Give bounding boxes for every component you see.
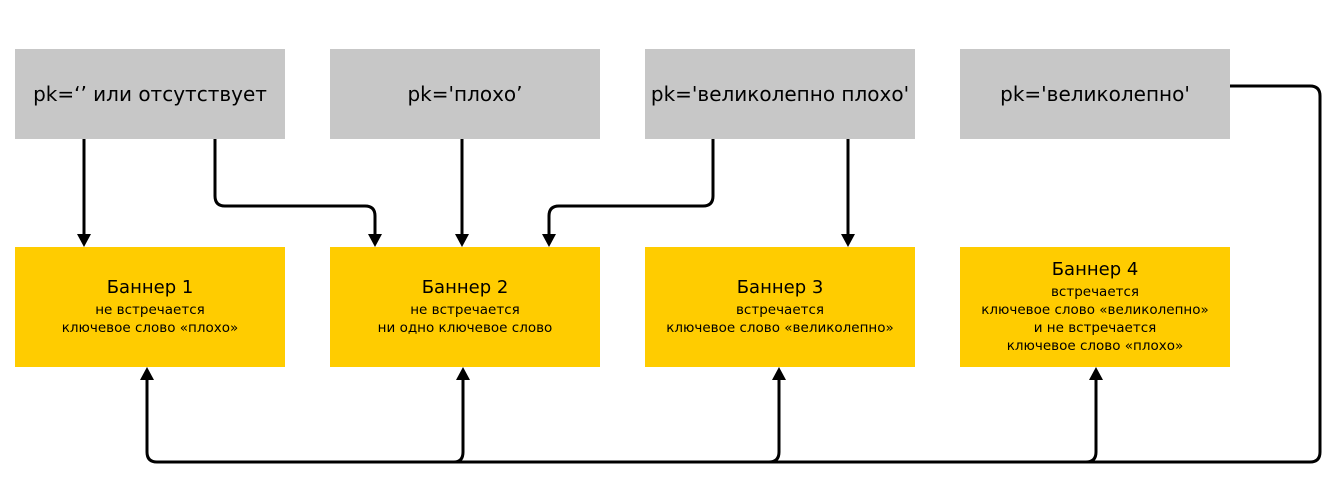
connector-loop-b2 bbox=[453, 378, 465, 464]
banner-condition-line: встречается bbox=[735, 302, 825, 318]
banner-condition-line: не встречается bbox=[95, 302, 205, 318]
banner-condition-line: и не встречается bbox=[1033, 320, 1157, 336]
banner-box-1: Баннер 1 не встречается ключевое слово «… bbox=[15, 247, 285, 367]
arrowhead-b3-top bbox=[841, 234, 855, 247]
banner-title: Баннер 2 bbox=[421, 277, 509, 298]
query-box-empty: pk=‘’ или отсутствует bbox=[15, 49, 285, 139]
banner-condition-line: ключевое слово «плохо» bbox=[61, 320, 239, 336]
query-label: pk=‘’ или отсутствует bbox=[33, 82, 267, 106]
arrowhead-b2-bottom bbox=[456, 367, 470, 380]
arrowhead-b2-right bbox=[542, 234, 556, 247]
banner-condition-line: встречается bbox=[1050, 284, 1140, 300]
arrowhead-b1-bottom bbox=[140, 367, 154, 380]
connector-q4-loop bbox=[145, 84, 1322, 464]
arrowhead-b2-center bbox=[455, 234, 469, 247]
banner-title: Баннер 3 bbox=[736, 277, 824, 298]
query-box-velikolepno-plokho: pk='великолепно плохо' bbox=[645, 49, 915, 139]
query-label: pk='плохо’ bbox=[407, 82, 523, 106]
query-box-plokho: pk='плохо’ bbox=[330, 49, 600, 139]
arrowhead-b2-left bbox=[368, 234, 382, 247]
connector-loop-b4 bbox=[1085, 378, 1098, 464]
query-label: pk='великолепно' bbox=[1000, 82, 1190, 106]
arrowhead-b1-top bbox=[77, 234, 91, 247]
banner-box-3: Баннер 3 встречается ключевое слово «вел… bbox=[645, 247, 915, 367]
banner-condition-line: ключевое слово «великолепно» bbox=[981, 302, 1209, 318]
banner-condition-line: не встречается bbox=[410, 302, 520, 318]
connector-loop-b3 bbox=[768, 378, 781, 464]
banner-condition-line: ключевое слово «великолепно» bbox=[666, 320, 894, 336]
query-label: pk='великолепно плохо' bbox=[650, 82, 910, 106]
query-box-velikolepno: pk='великолепно' bbox=[960, 49, 1230, 139]
arrowhead-b4-bottom bbox=[1089, 367, 1103, 380]
banner-title: Баннер 1 bbox=[106, 277, 194, 298]
banner-condition-line: ни одно ключевое слово bbox=[377, 320, 553, 336]
arrowhead-b3-bottom bbox=[772, 367, 786, 380]
banner-box-4: Баннер 4 встречается ключевое слово «вел… bbox=[960, 247, 1230, 367]
connector-q3-b2 bbox=[547, 139, 715, 236]
connector-q1-b2 bbox=[213, 139, 377, 236]
banner-title: Баннер 4 bbox=[1051, 259, 1139, 280]
banner-box-2: Баннер 2 не встречается ни одно ключевое… bbox=[330, 247, 600, 367]
banner-condition-line: ключевое слово «плохо» bbox=[1006, 338, 1184, 354]
